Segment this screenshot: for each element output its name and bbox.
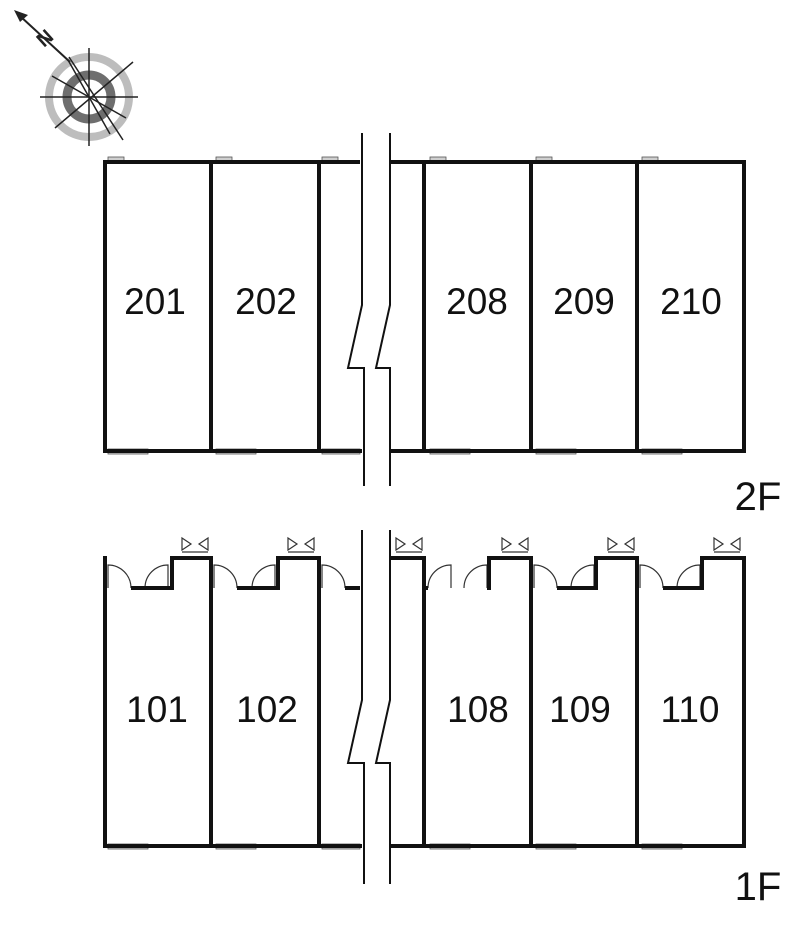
room-number: 201 xyxy=(124,281,186,322)
room-number: 209 xyxy=(553,281,615,322)
meter-box-icon xyxy=(181,536,741,553)
room-number: 108 xyxy=(447,689,509,730)
room-number: 210 xyxy=(660,281,722,322)
room-number: 208 xyxy=(446,281,508,322)
room-number: 102 xyxy=(236,689,298,730)
floor-1f-plan: 101 102 108 109 110 1F xyxy=(103,530,781,909)
floor-label: 2F xyxy=(735,475,782,519)
compass-rose-icon: N xyxy=(14,10,138,146)
room-number: 110 xyxy=(661,689,720,730)
break-line xyxy=(346,133,391,486)
floor-2f-plan: 201 202 208 209 210 2F xyxy=(103,133,781,519)
room-number: 109 xyxy=(549,689,611,730)
break-line xyxy=(346,530,391,884)
floor-label: 1F xyxy=(735,865,782,909)
room-number: 202 xyxy=(235,281,297,322)
room-number: 101 xyxy=(126,689,188,730)
door-swing-icon xyxy=(107,564,701,589)
